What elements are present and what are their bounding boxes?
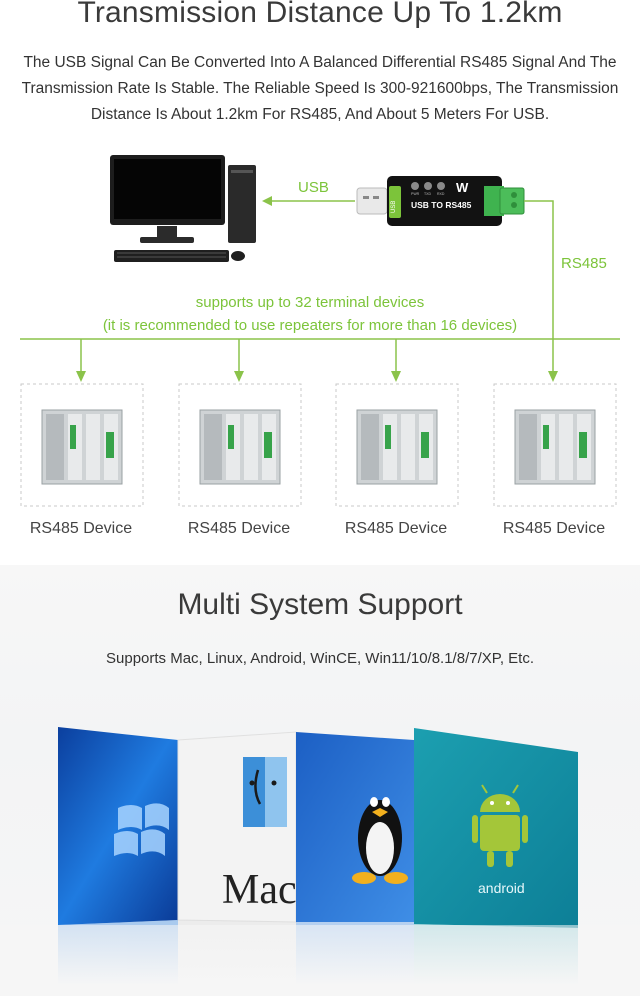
adapter-logo: W [456,180,469,195]
description-line: Transmission Rate Is Stable. The Reliabl… [21,80,619,97]
device-caption: RS485 Device [29,520,133,537]
rs485-device-icon [356,409,438,485]
windows-panel [58,727,178,925]
android-robot-icon [472,784,528,867]
section-title: Multi System Support [177,588,463,621]
usb-to-rs485-adapter [387,176,525,226]
rs485-label: RS485 [561,255,607,272]
adapter-label: USB TO RS485 [411,200,472,210]
mac-finder-icon [243,757,287,827]
usb-plug-icon [356,187,388,215]
adapter-led-pwr: PWR [411,192,420,196]
android-panel: android [414,728,578,928]
device-caption: RS485 Device [344,520,448,537]
transmission-section: Transmission Distance Up To 1.2km The US… [0,0,640,537]
section-subtitle: Supports Mac, Linux, Android, WinCE, Win… [106,650,534,667]
computer-icon [110,155,256,262]
section-title: Transmission Distance Up To 1.2km [77,0,563,29]
device-caption: RS485 Device [187,520,291,537]
rs485-device-icon [199,409,281,485]
topology-diagram: USB W USB TO RS485 PWR TXD RXD [20,155,620,507]
linux-panel [296,732,414,922]
android-label: android [478,880,525,896]
reflection-fade [0,925,640,996]
description-line: The USB Signal Can Be Converted Into A B… [23,54,617,71]
rs485-device-icon [514,409,596,485]
device-boxes [20,383,617,507]
device-caption: RS485 Device [502,520,606,537]
rs485-device-icon [41,409,123,485]
bus-arrows [76,339,401,382]
description-line: Distance Is About 1.2km For RS485, And A… [90,106,550,123]
usb-label: USB [298,179,329,196]
support-line-1: supports up to 32 terminal devices [195,294,425,311]
adapter-usb-label: USB [391,201,397,213]
adapter-led-rxd: RXD [437,192,445,196]
support-line-2: (it is recommended to use repeaters for … [102,317,518,334]
adapter-led-txd: TXD [424,192,431,196]
os-panels: Mac OS [0,720,640,996]
section-description: The USB Signal Can Be Converted Into A B… [0,50,640,128]
linux-tux-icon [352,797,408,884]
windows-icon [114,803,169,856]
mac-panel: Mac OS [177,731,361,923]
